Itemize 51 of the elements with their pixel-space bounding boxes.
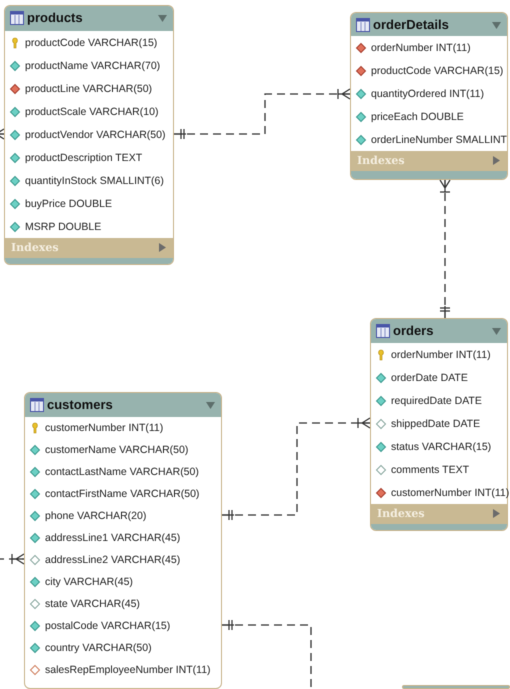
column-name: MSRP DOUBLE	[25, 220, 102, 234]
column-name: productLine VARCHAR(50)	[25, 82, 152, 96]
column-name: requiredDate DATE	[391, 394, 482, 408]
column-name: city VARCHAR(45)	[45, 575, 133, 589]
section-label: Indexes	[11, 241, 59, 254]
table-name: orders	[393, 323, 434, 338]
relationship-line	[221, 619, 312, 689]
column-name: priceEach DOUBLE	[371, 110, 464, 124]
table-name: customers	[47, 397, 113, 412]
table-card	[4, 5, 174, 265]
column-name: salesRepEmployeeNumber INT(11)	[45, 663, 211, 677]
column-name: customerNumber INT(11)	[391, 486, 510, 500]
column-name: productDescription TEXT	[25, 150, 142, 164]
column-name: productCode VARCHAR(15)	[25, 36, 158, 50]
relationship-line	[0, 128, 5, 140]
column-name: state VARCHAR(45)	[45, 597, 140, 611]
column-name: productVendor VARCHAR(50)	[25, 128, 166, 142]
column-name: customerNumber INT(11)	[45, 421, 164, 435]
relationship-line	[173, 88, 351, 140]
column-name: orderNumber INT(11)	[371, 40, 471, 54]
column-name: orderDate DATE	[391, 370, 468, 384]
column-name: quantityInStock SMALLINT(6)	[25, 174, 164, 188]
column-name: addressLine1 VARCHAR(45)	[45, 531, 180, 545]
section-label: Indexes	[357, 154, 405, 167]
column-name: postalCode VARCHAR(15)	[45, 619, 170, 633]
column-name: addressLine2 VARCHAR(45)	[45, 553, 180, 567]
column-name: productCode VARCHAR(15)	[371, 64, 504, 78]
table-name: orderDetails	[373, 17, 449, 32]
column-name: phone VARCHAR(20)	[45, 509, 146, 523]
relationship-line	[221, 417, 371, 521]
table-card	[402, 685, 510, 689]
column-name: customerName VARCHAR(50)	[45, 443, 188, 457]
column-name: shippedDate DATE	[391, 416, 480, 430]
column-name: quantityOrdered INT(11)	[371, 86, 484, 100]
column-name: contactLastName VARCHAR(50)	[45, 465, 199, 479]
column-name: contactFirstName VARCHAR(50)	[45, 487, 200, 501]
column-name: country VARCHAR(50)	[45, 641, 152, 655]
column-name: orderNumber INT(11)	[391, 348, 491, 362]
column-name: productName VARCHAR(70)	[25, 58, 160, 72]
column-name: status VARCHAR(15)	[391, 440, 492, 454]
column-name: buyPrice DOUBLE	[25, 196, 112, 210]
table-name: products	[27, 10, 83, 25]
column-name: orderLineNumber SMALLINT	[371, 132, 507, 146]
relationship-line	[0, 553, 25, 565]
table-card	[350, 12, 508, 180]
column-name: comments TEXT	[391, 462, 469, 476]
section-label: Indexes	[377, 507, 425, 520]
table-card	[370, 318, 508, 531]
column-name: productScale VARCHAR(10)	[25, 104, 158, 118]
table-card	[24, 392, 222, 689]
relationship-line	[439, 179, 451, 319]
